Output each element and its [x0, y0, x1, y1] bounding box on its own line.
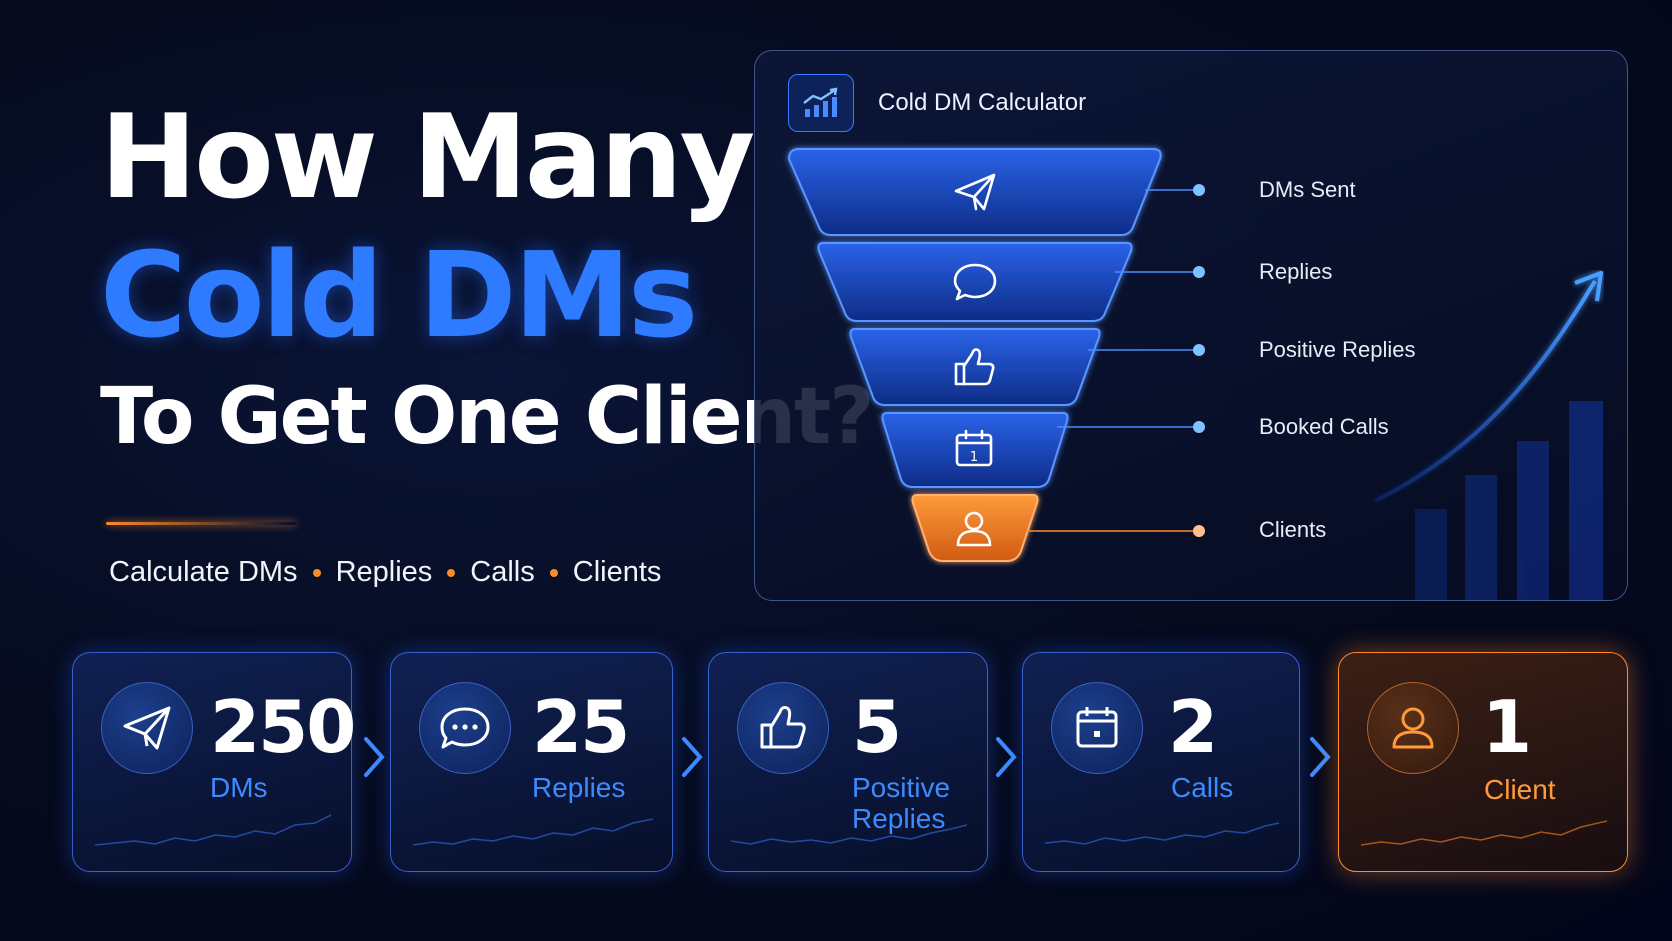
user-icon [956, 511, 992, 547]
stat-card-client: 1 Client [1338, 652, 1628, 872]
funnel-layer-3 [849, 328, 1101, 406]
stat-value: 1 [1482, 685, 1532, 769]
stat-card-calls: 2 Calls [1022, 652, 1300, 872]
bullet-dot [549, 568, 558, 577]
sparkline [1045, 822, 1279, 845]
stat-value: 250 [210, 685, 356, 769]
funnel-layer-2 [817, 242, 1133, 322]
sparkline [95, 814, 331, 846]
chevron-right-icon [364, 737, 385, 777]
stat-card-dms: 250 DMs [72, 652, 356, 872]
svg-text:1: 1 [970, 450, 978, 465]
funnel-graphic: 1 [787, 148, 1603, 600]
user-icon [1367, 682, 1459, 774]
stage-label-positive-replies: Positive Replies [1259, 337, 1416, 362]
accent-divider [106, 522, 296, 525]
growth-arrow [1374, 279, 1597, 503]
subtitle-item: Clients [572, 556, 662, 588]
stat-label: Calls [1171, 772, 1234, 803]
stat-value: 2 [1168, 685, 1218, 769]
stat-label: Client [1484, 774, 1556, 805]
growth-arrow-head [1574, 271, 1603, 302]
funnel-layer-1 [787, 148, 1162, 236]
stat-card-replies: 25 Replies [390, 652, 673, 872]
stage-label-dms-sent: DMs Sent [1259, 177, 1356, 202]
stat-label: Positive Replies [852, 772, 950, 834]
calculator-panel: 1 [754, 50, 1628, 601]
sparkline [413, 818, 653, 846]
headline-line-2: Cold DMs [100, 226, 698, 364]
headline-line-3: To Get One Client? [100, 372, 875, 462]
stat-value: 25 [532, 685, 630, 769]
background-bars [1415, 401, 1603, 600]
chat-dots-icon [419, 682, 511, 774]
paper-plane-icon [101, 682, 193, 774]
connector-dot [1193, 421, 1205, 433]
stat-label-line-1: Positive [852, 772, 951, 803]
chevron-right-icon [1310, 737, 1331, 777]
stat-label: Replies [532, 772, 626, 803]
subtitle-item: Calculate DMs [109, 556, 298, 588]
chart-growth-icon [788, 74, 854, 132]
subtitle: Calculate DMs Replies Calls Clients [109, 556, 661, 589]
headline: How Many Cold DMs To Get One Client? [100, 90, 875, 462]
stat-label-line-2: Replies [852, 803, 946, 834]
paper-plane-icon [954, 173, 996, 211]
calendar-icon [1051, 682, 1143, 774]
chat-bubble-icon [953, 263, 997, 301]
thumbs-up-icon [954, 348, 995, 386]
connector-dot [1193, 184, 1205, 196]
panel-title: Cold DM Calculator [878, 89, 1087, 116]
funnel-layer-4 [881, 412, 1069, 488]
stat-value: 5 [852, 685, 902, 769]
sparkline [731, 824, 967, 845]
bullet-dot [312, 568, 321, 577]
subtitle-item: Calls [470, 556, 535, 588]
stage-label-booked-calls: Booked Calls [1259, 414, 1389, 439]
stage-label-clients: Clients [1259, 517, 1327, 542]
subtitle-item: Replies [335, 556, 433, 588]
connector-dot [1193, 344, 1205, 356]
stat-card-positive-replies: 5 Positive Replies [708, 652, 988, 872]
headline-line-1: How Many [100, 90, 755, 225]
stat-label: DMs [210, 772, 268, 803]
connector-dot [1193, 525, 1205, 537]
connector-dot [1193, 266, 1205, 278]
bullet-dot [447, 568, 456, 577]
sparkline [1361, 820, 1607, 846]
calendar-icon: 1 [955, 429, 993, 467]
chevron-right-icon [996, 737, 1017, 777]
chevron-right-icon [682, 737, 703, 777]
stage-label-replies: Replies [1259, 259, 1333, 284]
thumbs-up-icon [737, 682, 829, 774]
